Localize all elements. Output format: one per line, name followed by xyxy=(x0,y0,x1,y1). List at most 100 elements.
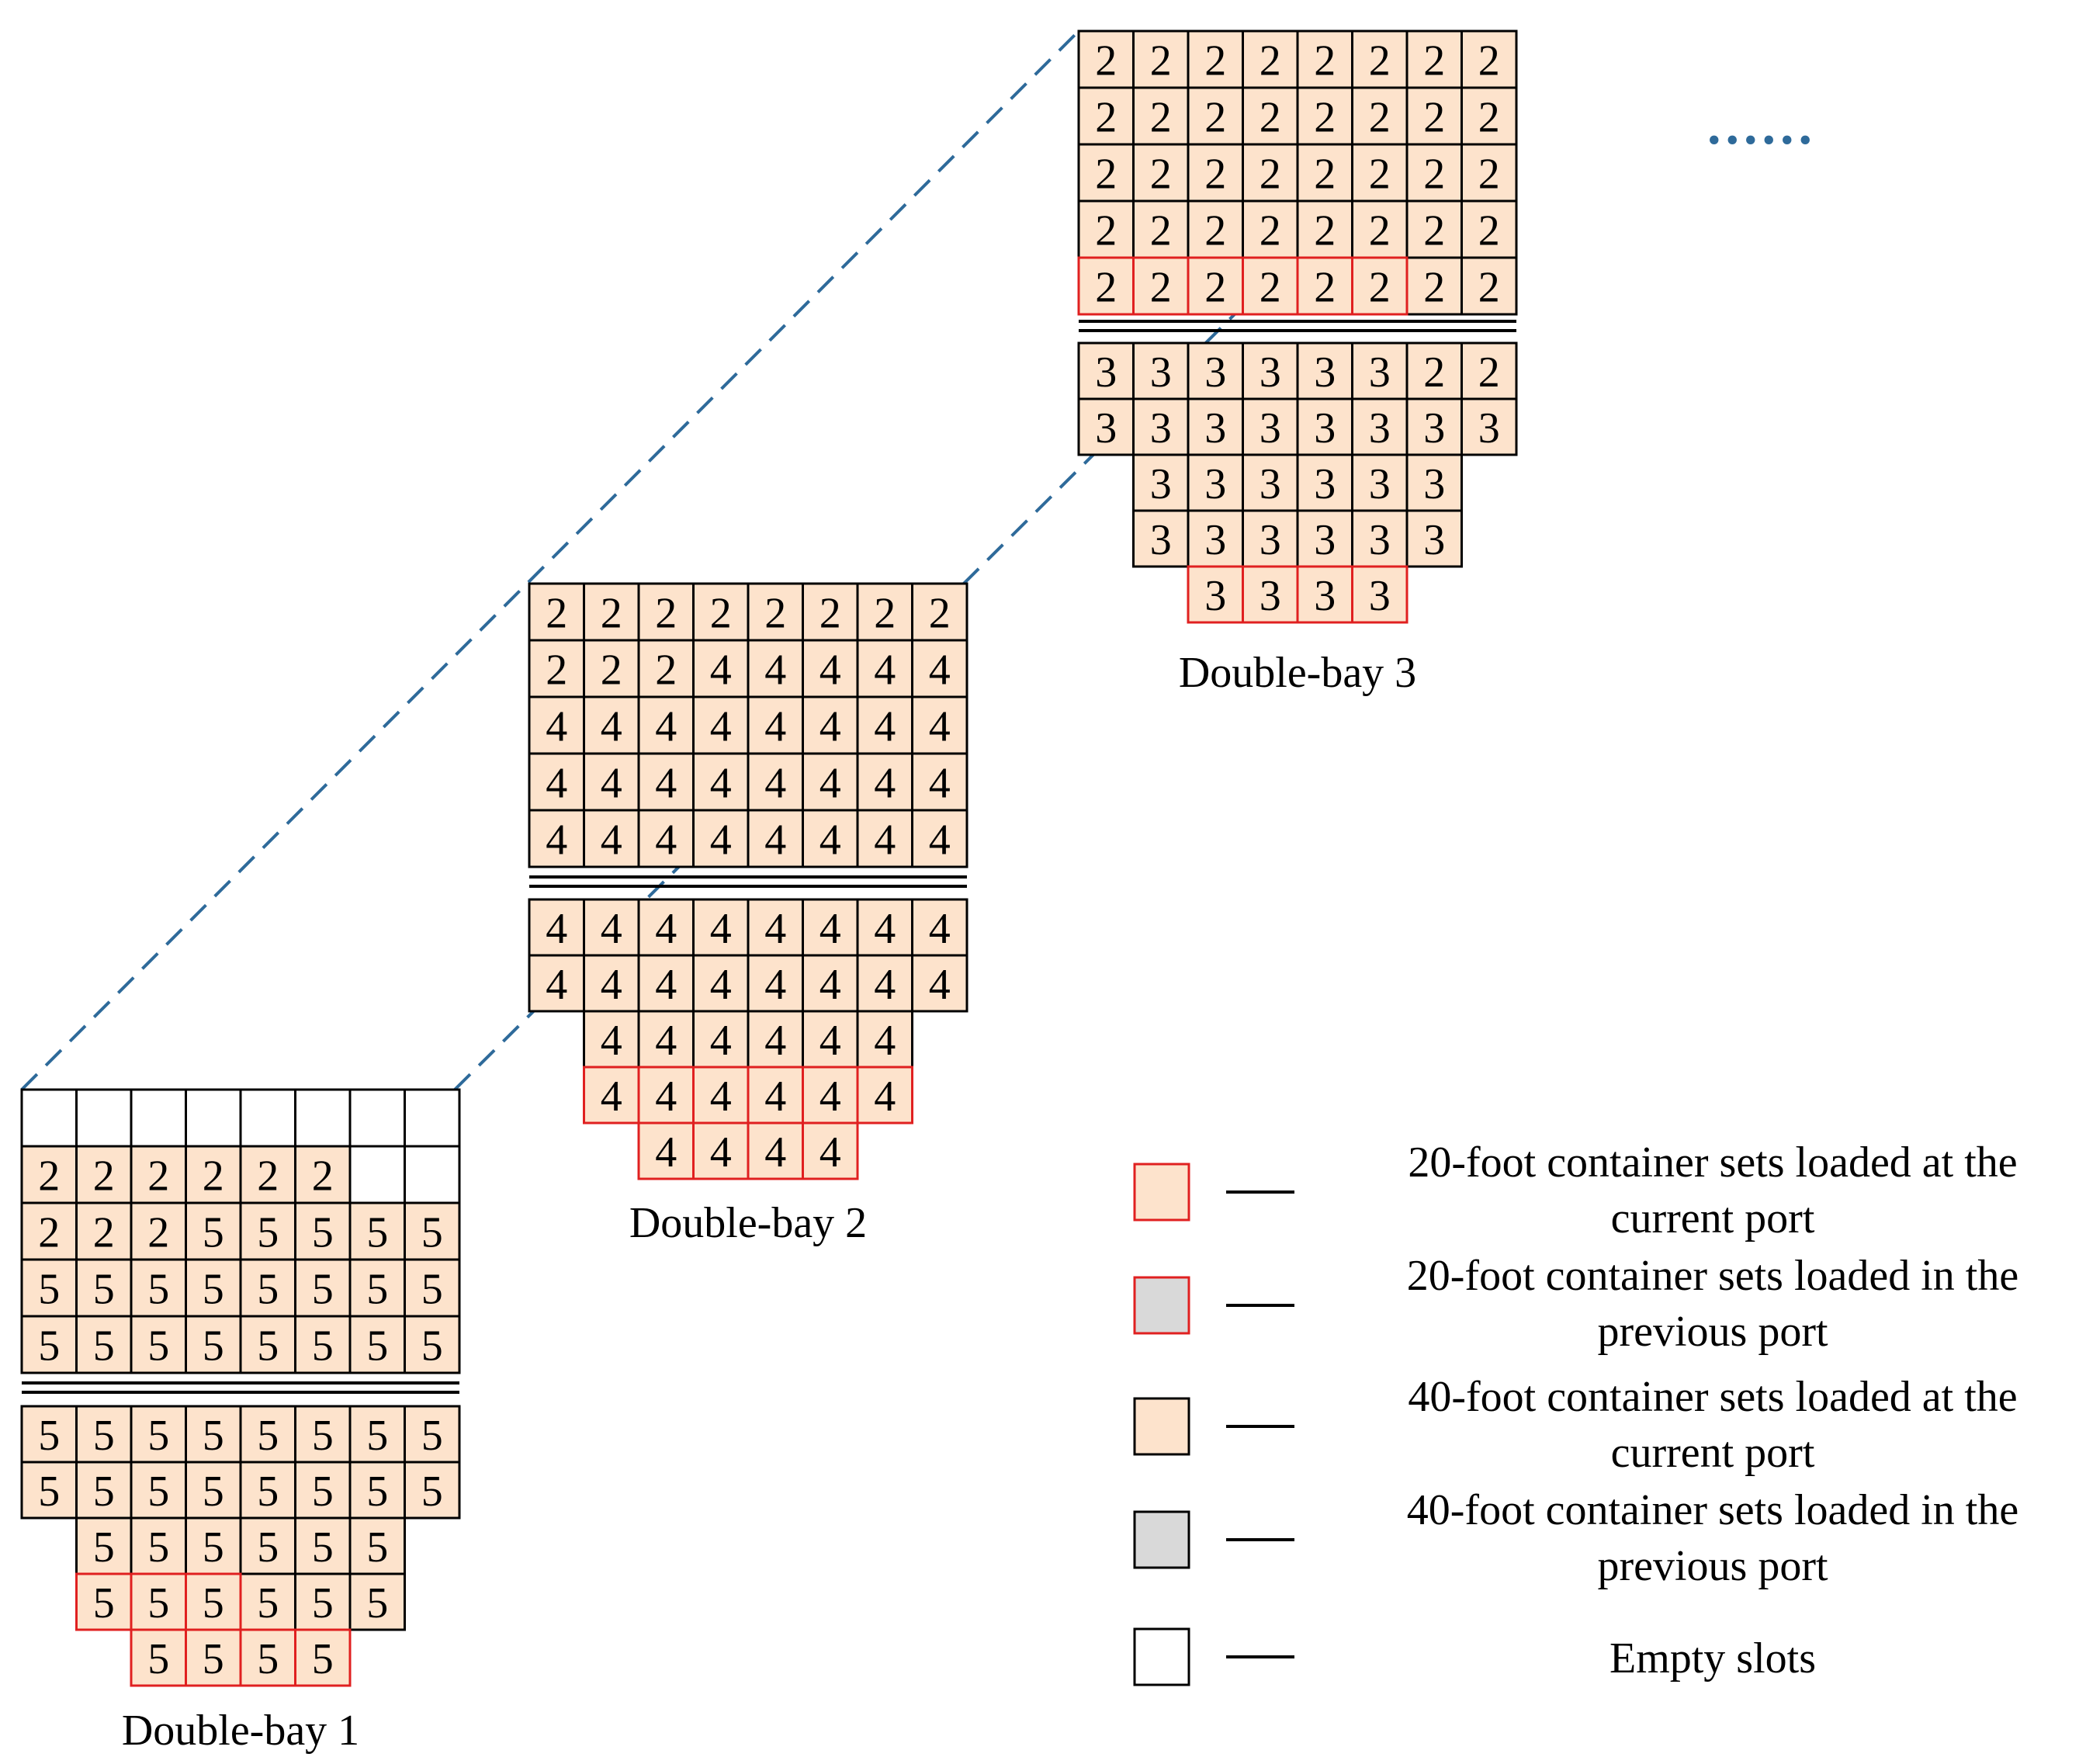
deck-slot: 4 xyxy=(637,809,695,868)
deck-slot: 2 xyxy=(1405,86,1463,146)
hold-slot: 3 xyxy=(1242,341,1299,400)
container-slot xyxy=(1132,397,1190,456)
hold-slot: 3 xyxy=(1187,565,1244,624)
slot-port-number: 3 xyxy=(1095,348,1117,397)
slot-port-number: 5 xyxy=(312,1209,334,1257)
slot-port-number: 2 xyxy=(1095,37,1117,85)
slot-port-number: 2 xyxy=(1478,151,1500,199)
deck-slot: 4 xyxy=(856,695,913,755)
slot-port-number: 3 xyxy=(1204,460,1226,508)
container-slot xyxy=(911,898,968,957)
container-slot xyxy=(1187,199,1244,259)
slot-port-number: 2 xyxy=(1423,37,1445,85)
slot-port-number: 2 xyxy=(1423,151,1445,199)
container-slot xyxy=(404,1461,461,1520)
container-slot xyxy=(1132,86,1190,146)
slot-port-number: 5 xyxy=(366,1523,388,1572)
slot-port-number: 3 xyxy=(1260,572,1281,620)
legend-text: Empty slots xyxy=(1609,1634,1816,1683)
container-slot xyxy=(583,809,640,868)
slot-port-number: 2 xyxy=(93,1209,115,1257)
deck-slot: 4 xyxy=(911,639,968,698)
slot-port-number: 2 xyxy=(1095,264,1117,312)
slot-port-number: 4 xyxy=(764,1128,786,1177)
deck-slot: 2 xyxy=(1187,143,1244,203)
hold-slot: 3 xyxy=(1132,341,1190,400)
slot-port-number: 2 xyxy=(655,646,677,695)
slot-port-number: 4 xyxy=(819,816,841,865)
hold-slot: 3 xyxy=(1132,453,1190,512)
deck-slot: 4 xyxy=(911,809,968,868)
container-slot xyxy=(747,898,804,957)
slot-port-number: 3 xyxy=(1150,516,1172,564)
slot-port-number: 5 xyxy=(366,1322,388,1371)
container-slot xyxy=(1296,509,1353,568)
deck-slot: 2 xyxy=(1351,143,1409,203)
container-slot xyxy=(1351,453,1409,512)
red-20ft-outline xyxy=(1351,565,1409,624)
container-slot xyxy=(692,752,750,812)
slot-port-number: 4 xyxy=(929,703,951,751)
container-slot xyxy=(1351,86,1409,146)
deck-slot: 2 xyxy=(185,1145,242,1204)
container-slot xyxy=(1296,86,1353,146)
deck-slot: 4 xyxy=(747,809,804,868)
container-slot xyxy=(528,695,585,755)
slot-port-number: 4 xyxy=(819,646,841,695)
slot-port-number: 5 xyxy=(93,1322,115,1371)
hold-slot: 4 xyxy=(747,1010,804,1069)
container-slot xyxy=(747,809,804,868)
slot-port-number: 2 xyxy=(546,646,567,695)
deck-slot: 2 xyxy=(1460,199,1518,259)
legend-swatch xyxy=(1133,1627,1190,1686)
deck-slot: 2 xyxy=(20,1145,78,1204)
slot-port-number: 2 xyxy=(1478,207,1500,255)
slot-port-number: 2 xyxy=(1369,207,1391,255)
slot-port-number: 5 xyxy=(203,1523,224,1572)
slot-port-number: 4 xyxy=(929,905,951,953)
hold-slot: 4 xyxy=(747,954,804,1013)
hold-slot: 5 xyxy=(75,1461,133,1520)
hold-slot: 5 xyxy=(294,1516,352,1575)
deck-slot: 5 xyxy=(130,1315,187,1374)
deck-slot: 2 xyxy=(747,582,804,642)
empty-slot xyxy=(404,1088,461,1148)
deck-slot: 5 xyxy=(185,1258,242,1318)
slot-port-number: 5 xyxy=(203,1209,224,1257)
slot-port-number: 2 xyxy=(1478,94,1500,142)
slot-port-number: 2 xyxy=(1260,151,1281,199)
hold-slot: 3 xyxy=(1351,397,1409,456)
deck-slot: 2 xyxy=(75,1201,133,1261)
legend-swatch xyxy=(1133,1397,1190,1456)
container-slot xyxy=(130,1461,187,1520)
hold-slot: 4 xyxy=(802,1121,859,1180)
slot-port-number: 2 xyxy=(1369,151,1391,199)
hold-slot: 3 xyxy=(1296,565,1353,624)
slot-port-number: 5 xyxy=(147,1579,169,1627)
empty-slot xyxy=(294,1088,352,1148)
container-slot xyxy=(20,1461,78,1520)
deck-slot: 2 xyxy=(692,582,750,642)
slot-port-number: 4 xyxy=(546,816,567,865)
slot-port-number: 5 xyxy=(38,1412,60,1460)
container-slot xyxy=(911,809,968,868)
container-slot xyxy=(1242,453,1299,512)
legend-text: 40-foot container sets loaded in the xyxy=(1407,1486,2018,1534)
container-slot xyxy=(1460,397,1518,456)
slot-port-number: 3 xyxy=(1204,404,1226,452)
hold-slot: 4 xyxy=(802,898,859,957)
deck-slot: 4 xyxy=(856,752,913,812)
container-slot xyxy=(911,954,968,1013)
slot-port-number: 4 xyxy=(601,703,622,751)
slot-port-number: 5 xyxy=(147,1523,169,1572)
slot-port-number: 2 xyxy=(819,590,841,638)
hold-slot: 3 xyxy=(1132,509,1190,568)
container-slot xyxy=(1405,256,1463,316)
slot-port-number: 2 xyxy=(1095,207,1117,255)
slot-port-number: 5 xyxy=(312,1523,334,1572)
hold-slot: 4 xyxy=(583,898,640,957)
container-slot xyxy=(802,898,859,957)
slot-port-number: 5 xyxy=(312,1412,334,1460)
hold-slot: 4 xyxy=(747,1066,804,1125)
